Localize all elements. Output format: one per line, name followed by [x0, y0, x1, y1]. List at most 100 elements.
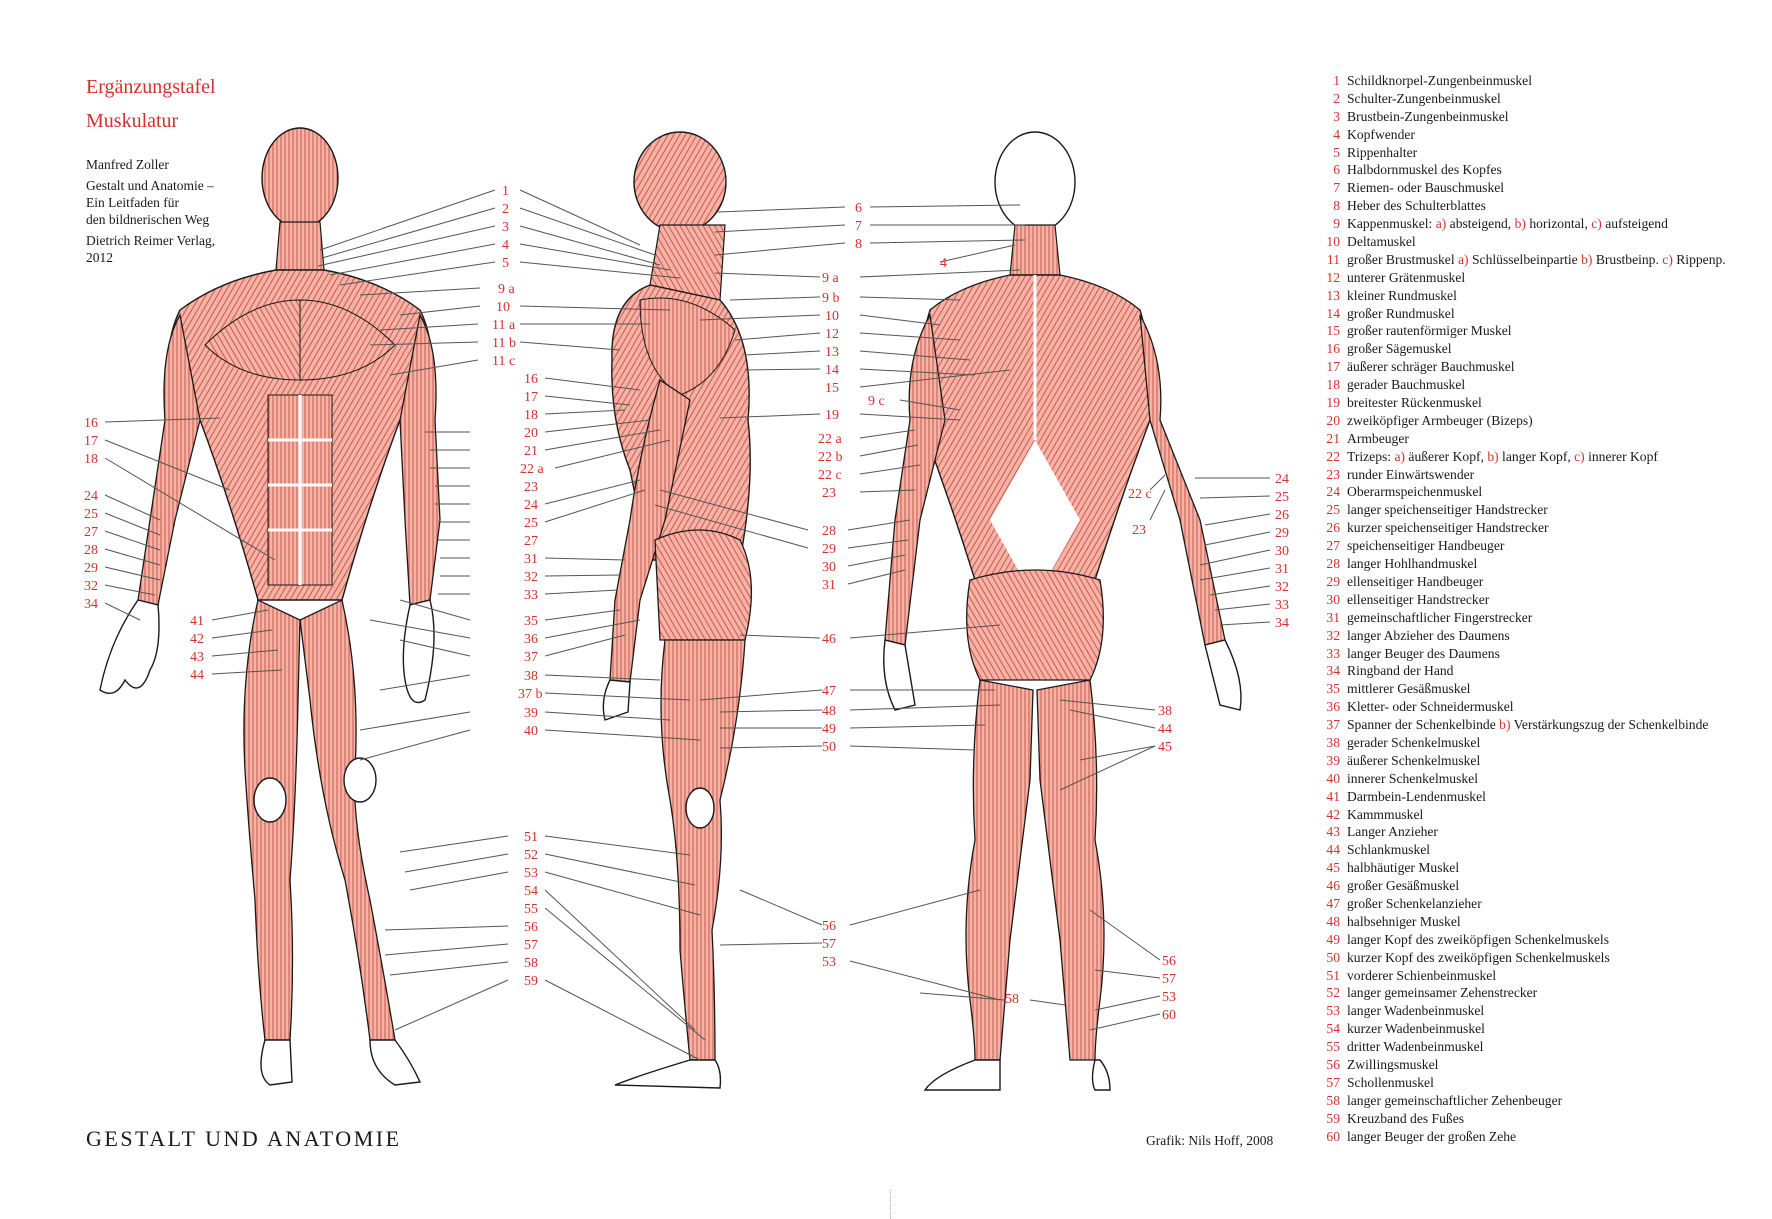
legend-label: unterer Grätenmuskel [1347, 269, 1465, 287]
legend-label: großer Sägemuskel [1347, 340, 1452, 358]
legend-label: Armbeuger [1347, 430, 1409, 448]
label-text: großer Sägemuskel [1347, 341, 1452, 357]
front-left-callouts: 16 17 18 24 25 27 28 29 32 34 41 42 43 4… [84, 416, 283, 683]
legend-number: 19 [1326, 395, 1340, 411]
legend-number: 16 [1326, 341, 1340, 357]
label-text: äußerer Kopf, [1405, 448, 1488, 464]
label-text: Riemen- oder Bauschmuskel [1347, 180, 1505, 196]
front-view-figure [99, 127, 441, 1086]
callout-label: 33 [1275, 598, 1289, 613]
label-text: kleiner Rundmuskel [1347, 287, 1457, 303]
callout-label: 46 [822, 632, 836, 647]
callout-label: 41 [190, 614, 204, 629]
legend-number: 41 [1326, 788, 1340, 804]
subdivision-marker: b) [1499, 717, 1511, 733]
label-text: ellenseitiger Handstrecker [1347, 591, 1490, 607]
callout-label: 9 a [822, 271, 840, 286]
callout-label: 30 [1275, 544, 1289, 559]
legend-number: 10 [1326, 234, 1340, 250]
label-text: Oberarmspeichenmuskel [1347, 484, 1483, 500]
legend-item: 10 Deltamuskel [1318, 233, 1770, 251]
legend-label: äußerer Schenkelmuskel [1347, 752, 1480, 770]
label-text: Langer Anzieher [1347, 824, 1438, 840]
legend-label: Kammmuskel [1347, 806, 1423, 824]
label-text: Deltamuskel [1347, 234, 1416, 250]
legend-label: langer gemeinsamer Zehenstrecker [1347, 984, 1537, 1002]
label-text: langer gemeinsamer Zehenstrecker [1347, 985, 1538, 1001]
legend-label: ellenseitiger Handbeuger [1347, 573, 1483, 591]
subdivision-marker: c) [1574, 448, 1585, 464]
callout-label: 22 a [520, 462, 545, 477]
label-text: äußerer Schenkelmuskel [1347, 752, 1481, 768]
callout-label: 23 [1132, 523, 1146, 538]
label-text: innerer Schenkelmuskel [1347, 770, 1478, 786]
subdivision-marker: b) [1581, 251, 1593, 267]
callout-label: 8 [855, 237, 862, 252]
legend-label: vorderer Schienbeinmuskel [1347, 967, 1496, 985]
label-text: Schlankmuskel [1347, 842, 1431, 858]
callout-label: 6 [855, 201, 862, 216]
legend-number: 6 [1333, 162, 1340, 178]
legend-label: langer Beuger der großen Zehe [1347, 1128, 1516, 1146]
callout-label: 50 [822, 740, 836, 755]
label-text: äußerer schräger Bauchmuskel [1347, 359, 1515, 375]
label-text: Spanner der Schenkelbinde [1347, 717, 1500, 733]
legend-number: 9 [1333, 216, 1340, 232]
label-text: horizontal, [1525, 216, 1592, 232]
legend-label: großer rautenförmiger Muskel [1347, 322, 1512, 340]
legend-label: dritter Wadenbeinmuskel [1347, 1038, 1483, 1056]
legend-number: 52 [1326, 985, 1340, 1001]
legend-number: 43 [1326, 824, 1340, 840]
callout-label: 17 [524, 390, 538, 405]
legend-number: 33 [1326, 645, 1340, 661]
callout-label: 15 [825, 381, 839, 396]
callout-label: 17 [84, 434, 98, 449]
legend-label: halbhäutiger Muskel [1347, 859, 1459, 877]
callout-label: 37 b [518, 687, 543, 702]
label-text: Kletter- oder Schneidermuskel [1347, 699, 1514, 715]
legend-number: 30 [1326, 591, 1340, 607]
callout-label: 10 [825, 309, 839, 324]
publisher: Dietrich Reimer Verlag, 2012 [86, 233, 216, 265]
legend-number: 51 [1326, 967, 1340, 983]
legend-number: 36 [1326, 699, 1340, 715]
label-text: langer Kopf des zweiköpfigen Schenkelmus… [1347, 931, 1609, 947]
callout-label: 27 [84, 525, 98, 540]
callout-label: 31 [524, 552, 538, 567]
label-text: Kammmuskel [1347, 806, 1424, 822]
legend-label: Kletter- oder Schneidermuskel [1347, 698, 1514, 716]
legend-label: Ringband der Hand [1347, 662, 1453, 680]
callout-label: 30 [822, 560, 836, 575]
callout-label: 21 [524, 444, 538, 459]
label-text: langer Beuger der großen Zehe [1347, 1128, 1517, 1144]
legend-label: innerer Schenkelmuskel [1347, 770, 1478, 788]
callout-label: 53 [524, 866, 538, 881]
label-text: zweiköpfiger Armbeuger (Bizeps) [1347, 412, 1533, 428]
label-text: Brustbeinp. [1592, 251, 1663, 267]
callout-label: 3 [502, 220, 509, 235]
legend-label: Brustbein-Zungenbeinmuskel [1347, 108, 1509, 126]
legend-number: 31 [1326, 609, 1340, 625]
label-text: kurzer Kopf des zweiköpfigen Schenkelmus… [1347, 949, 1610, 965]
label-text: langer Beuger des Daumens [1347, 645, 1500, 661]
graphic-credit: Grafik: Nils Hoff, 2008 [1146, 1133, 1274, 1148]
fold-line [890, 1190, 892, 1219]
legend-label: Oberarmspeichenmuskel [1347, 483, 1482, 501]
legend-number: 47 [1326, 895, 1340, 911]
label-text: absteigend, [1446, 216, 1515, 232]
